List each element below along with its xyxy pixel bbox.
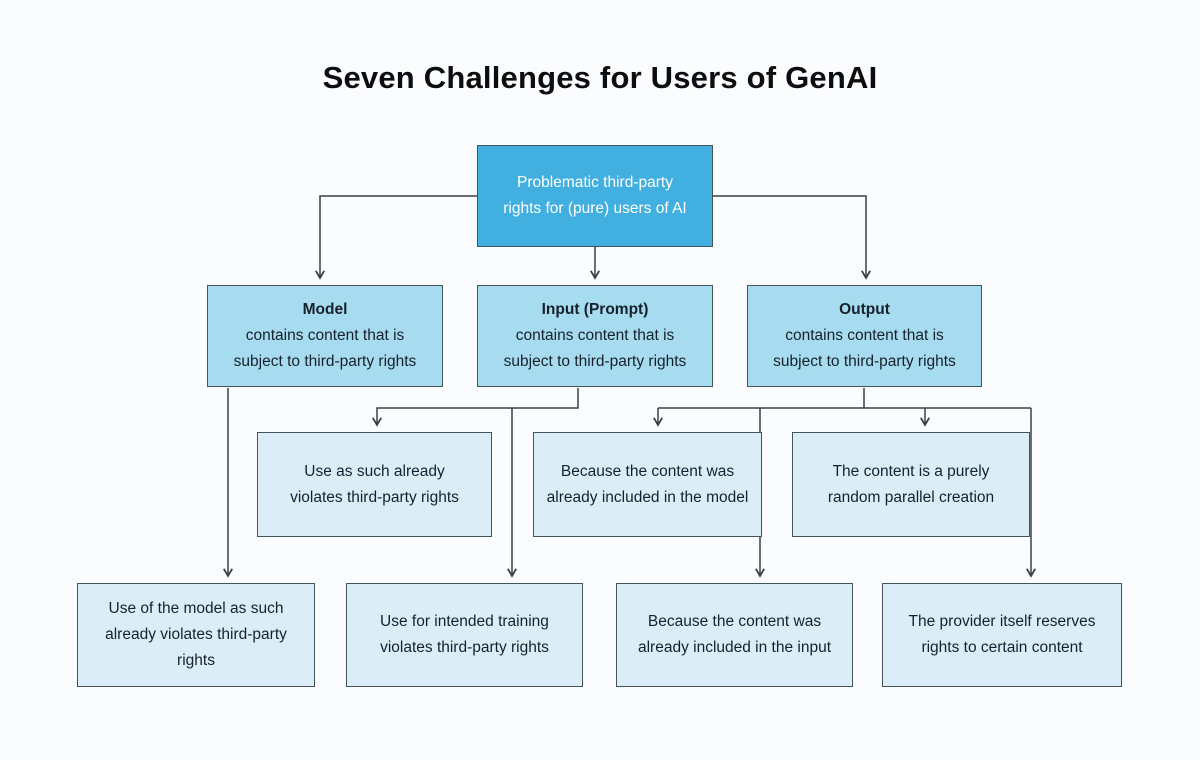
node-text-line: Use as such already [304, 462, 445, 480]
diagram-title: Seven Challenges for Users of GenAI [322, 60, 878, 95]
node-provider-reserves-rights: The provider itself reserves rights to c… [882, 583, 1122, 687]
node-text-line: The provider itself reserves [908, 613, 1096, 630]
node-text-line: Use for intended training [380, 613, 549, 630]
node-intended-training-violates: Use for intended training violates third… [346, 583, 583, 687]
node-use-as-such-violates: Use as such already violates third-party… [257, 432, 492, 537]
node-text-line: subject to third-party rights [233, 353, 417, 370]
node-text-line: random parallel creation [827, 488, 995, 506]
connector-input-branch [372, 388, 579, 427]
node-input-prompt: Input (Prompt) contains content that is … [477, 285, 713, 387]
node-text-line: subject to third-party rights [503, 353, 687, 370]
node-text-line: already violates third-party [105, 626, 287, 643]
node-text-line: contains content that is [245, 327, 405, 344]
node-text-line: already included in the model [546, 488, 749, 506]
connector-root-to-output [713, 195, 871, 280]
node-model: Model contains content that is subject t… [207, 285, 443, 387]
connector-root-to-model [315, 195, 477, 280]
node-text-line: violates third-party rights [380, 639, 549, 656]
node-heading: Input (Prompt) [541, 301, 649, 318]
node-content-included-in-input: Because the content was already included… [616, 583, 853, 687]
node-text-line: contains content that is [785, 327, 944, 344]
node-use-of-model-violates: Use of the model as such already violate… [77, 583, 315, 687]
node-text-line: subject to third-party rights [773, 353, 956, 370]
node-text-line: Problematic third-party [517, 174, 673, 191]
node-heading: Model [302, 301, 348, 318]
node-root-problematic-rights: Problematic third-party rights for (pure… [477, 145, 713, 247]
node-text-line: The content is a purely [832, 462, 990, 480]
node-text-line: violates third-party rights [290, 488, 459, 506]
node-text-line: Use of the model as such [108, 600, 284, 617]
node-text-line: Because the content was [647, 613, 822, 630]
node-text-line: rights [177, 652, 215, 669]
node-text-line: Because the content was [560, 462, 735, 480]
node-heading: Output [839, 301, 890, 318]
node-text-line: already included in the input [637, 639, 832, 656]
node-text-line: rights for (pure) users of AI [503, 200, 687, 217]
node-random-parallel-creation: The content is a purely random parallel … [792, 432, 1030, 537]
node-content-included-in-model: Because the content was already included… [533, 432, 762, 537]
node-text-line: contains content that is [515, 327, 675, 344]
node-output: Output contains content that is subject … [747, 285, 982, 387]
node-text-line: rights to certain content [921, 639, 1083, 656]
